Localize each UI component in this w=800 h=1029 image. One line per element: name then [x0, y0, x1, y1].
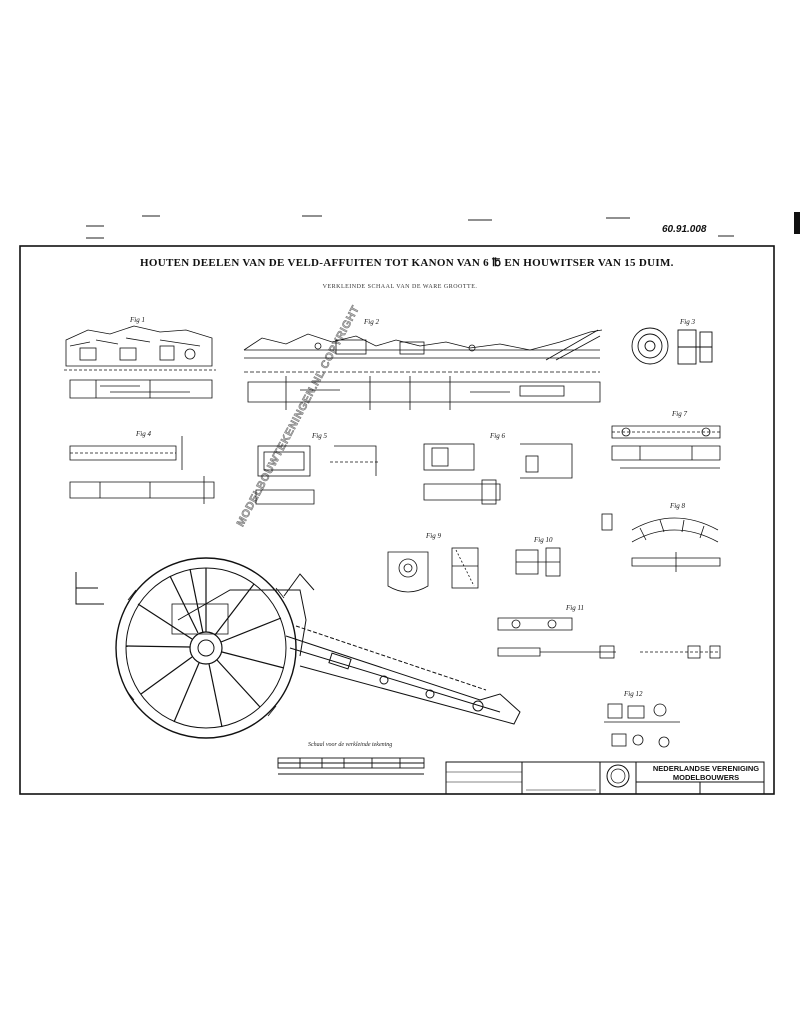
- organization-name: NEDERLANDSE VERENIGING MODELBOUWERS: [650, 764, 762, 782]
- figure-label-4: Fig 4: [136, 430, 151, 438]
- figure-label-1: Fig 1: [130, 316, 145, 324]
- organization-line-1: NEDERLANDSE VERENIGING: [652, 764, 760, 773]
- carriage-wheel-drawing: [115, 557, 297, 739]
- scale-bar: [277, 757, 425, 775]
- figure-label-10: Fig 10: [534, 536, 553, 544]
- figure-10-drawing: [515, 547, 561, 577]
- figure-label-9: Fig 9: [426, 532, 441, 540]
- figure-label-5: Fig 5: [312, 432, 327, 440]
- figure-7-drawing: [611, 425, 721, 469]
- drawing-title: HOUTEN DEELEN VAN DE VELD-AFFUITEN TOT K…: [140, 257, 674, 269]
- figure-1-drawing: [64, 325, 216, 399]
- figure-2-drawing: [243, 329, 603, 410]
- figure-label-8: Fig 8: [670, 502, 685, 510]
- figure-6-drawing: [423, 443, 573, 505]
- figure-label-6: Fig 6: [490, 432, 505, 440]
- figure-12-drawing: [604, 703, 680, 748]
- figure-label-2: Fig 2: [364, 318, 379, 326]
- scale-note: Schaal voor de verkleinde tekening: [308, 742, 393, 748]
- figure-3-drawing: [631, 327, 713, 365]
- figure-label-11: Fig 11: [566, 604, 584, 612]
- carriage-trail-drawing: [75, 572, 521, 725]
- sheet-border: [19, 245, 775, 795]
- figure-9-drawing: [387, 547, 479, 593]
- organization-line-2: MODELBOUWERS: [672, 773, 740, 782]
- figure-5-drawing: [255, 445, 380, 505]
- figure-11-drawing: [497, 617, 721, 659]
- drawing-subtitle: VERKLEINDE SCHAAL VAN DE WARE GROOTTE.: [322, 284, 478, 290]
- scan-edge-marks: [86, 212, 800, 239]
- figure-8-drawing: [601, 513, 721, 572]
- figure-label-7: Fig 7: [672, 410, 687, 418]
- figure-label-3: Fig 3: [680, 318, 695, 326]
- figure-4-drawing: [69, 436, 215, 504]
- title-block: [445, 761, 765, 795]
- reference-number: 60.91.008: [662, 224, 707, 235]
- figure-label-12: Fig 12: [624, 690, 643, 698]
